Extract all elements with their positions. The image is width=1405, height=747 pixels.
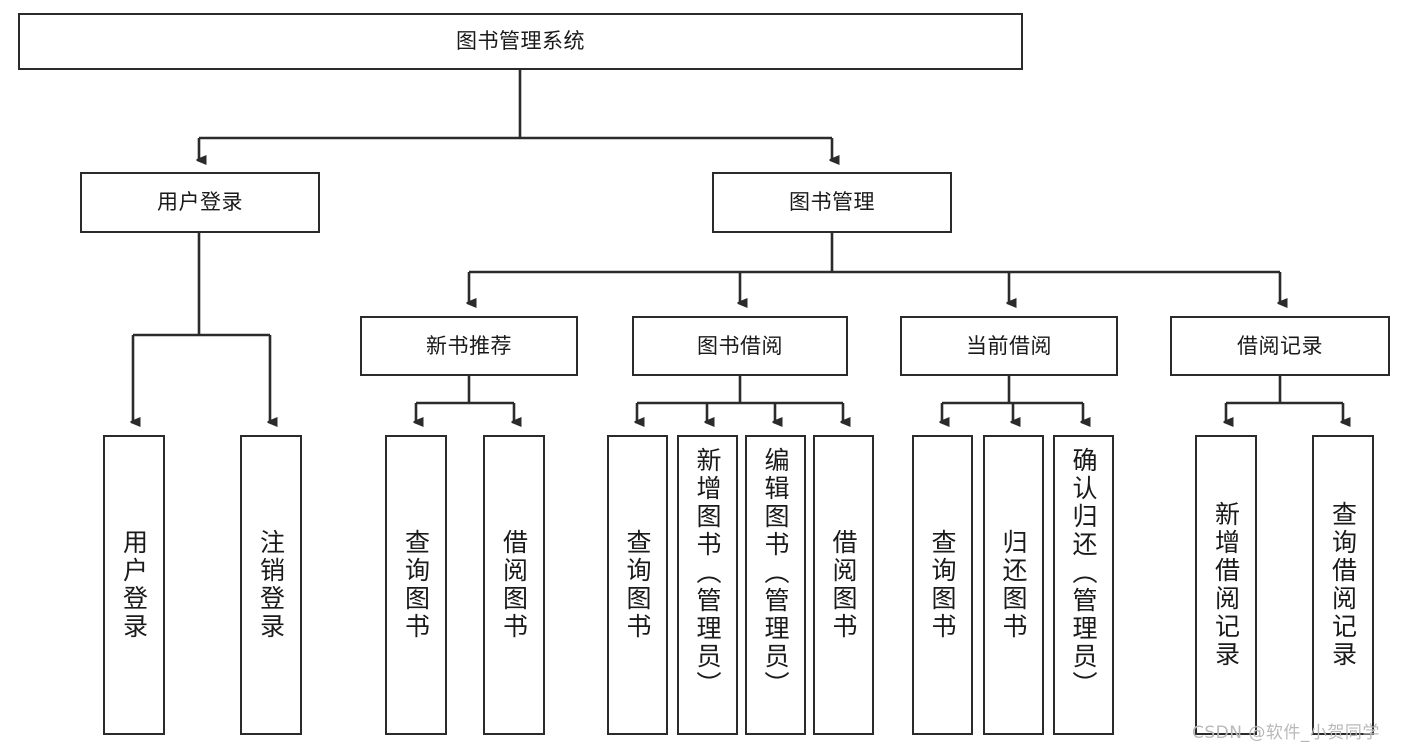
leaf-user-login[interactable]: 用户登录	[103, 435, 165, 735]
node-label: 注销登录	[256, 529, 286, 641]
node-root-library-system[interactable]: 图书管理系统	[18, 13, 1023, 70]
leaf-query-book-current[interactable]: 查询图书	[912, 435, 973, 735]
leaf-add-borrow-record[interactable]: 新增借阅记录	[1195, 435, 1257, 735]
node-label: 新增借阅记录	[1211, 501, 1241, 669]
node-label: 查询图书	[401, 529, 431, 641]
node-book-management[interactable]: 图书管理	[712, 172, 952, 233]
leaf-borrow-book-recommend[interactable]: 借阅图书	[483, 435, 545, 735]
node-label: 新增图书（管理员）	[693, 447, 722, 699]
node-label: 查询图书	[928, 529, 957, 641]
leaf-return-book[interactable]: 归还图书	[983, 435, 1044, 735]
node-label: 借阅记录	[1237, 333, 1323, 358]
node-label: 图书借阅	[697, 333, 783, 358]
leaf-confirm-return-admin[interactable]: 确认归还（管理员）	[1053, 435, 1114, 735]
node-current-borrow[interactable]: 当前借阅	[900, 316, 1118, 376]
leaf-borrow-book[interactable]: 借阅图书	[813, 435, 874, 735]
node-label: 借阅图书	[829, 529, 858, 641]
csdn-watermark: CSDN @软件_小贺同学	[1192, 723, 1380, 743]
node-label: 用户登录	[157, 190, 243, 215]
node-label: 当前借阅	[966, 333, 1052, 358]
node-label: 图书管理	[789, 190, 875, 215]
leaf-add-book-admin[interactable]: 新增图书（管理员）	[677, 435, 738, 735]
leaf-query-book-borrow[interactable]: 查询图书	[607, 435, 668, 735]
node-label: 编辑图书（管理员）	[761, 447, 790, 699]
leaf-query-book-recommend[interactable]: 查询图书	[385, 435, 447, 735]
leaf-logout[interactable]: 注销登录	[240, 435, 302, 735]
node-borrow-record[interactable]: 借阅记录	[1170, 316, 1390, 376]
node-label: 查询借阅记录	[1328, 501, 1358, 669]
node-label: 借阅图书	[499, 529, 529, 641]
node-label: 图书管理系统	[456, 29, 585, 54]
node-book-borrow[interactable]: 图书借阅	[632, 316, 848, 376]
node-label: 新书推荐	[426, 333, 512, 358]
leaf-edit-book-admin[interactable]: 编辑图书（管理员）	[745, 435, 806, 735]
node-label: 确认归还（管理员）	[1069, 447, 1098, 699]
node-new-book-recommend[interactable]: 新书推荐	[360, 316, 578, 376]
node-user-login[interactable]: 用户登录	[80, 172, 320, 233]
node-label: 查询图书	[623, 529, 652, 641]
node-label: 归还图书	[999, 529, 1028, 641]
leaf-query-borrow-record[interactable]: 查询借阅记录	[1312, 435, 1374, 735]
node-label: 用户登录	[119, 529, 149, 641]
